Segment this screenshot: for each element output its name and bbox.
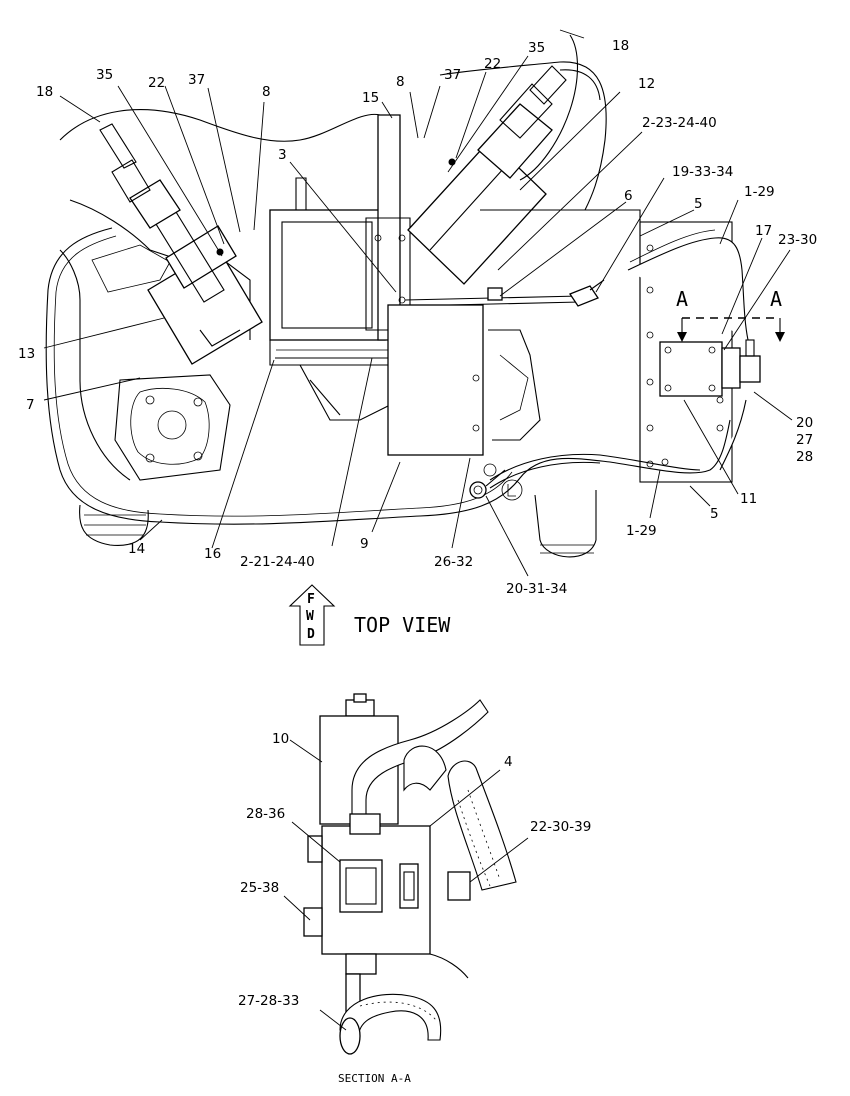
section-marker-right: A [770, 287, 782, 311]
section-a-a-drawing [303, 693, 517, 1055]
fwd-letter-w: W [306, 609, 314, 624]
hose-5-bottom [719, 399, 747, 471]
callout-20-31-34: 20-31-34 [506, 581, 567, 597]
callout-18-left: 18 [36, 84, 53, 100]
left-starter [99, 123, 263, 365]
valve-11 [659, 341, 723, 397]
section-title: SECTION A-A [338, 1072, 411, 1085]
leader-lines [43, 29, 793, 1031]
callout-2-21-24-40: 2-21-24-40 [240, 554, 315, 570]
fwd-letter-d: D [307, 627, 315, 642]
callout-22-mid: 22 [484, 56, 501, 72]
callout-labels: 18 35 22 37 8 15 8 37 22 35 18 12 2-23-2… [18, 38, 817, 1009]
callout-4: 4 [504, 754, 513, 770]
callout-2-23-24-40: 2-23-24-40 [642, 115, 717, 131]
callout-12: 12 [638, 76, 655, 92]
callout-17: 17 [755, 223, 772, 239]
top-view-drawing [45, 34, 761, 558]
callout-5-bottom: 5 [710, 506, 719, 522]
callout-11: 11 [740, 491, 757, 507]
callout-8-mid: 8 [396, 74, 405, 90]
callout-27-28-33: 27-28-33 [238, 993, 299, 1009]
callout-1-29-bottom: 1-29 [626, 523, 657, 539]
right-starter [407, 65, 567, 285]
fwd-arrow: F W D [288, 584, 336, 646]
callout-35-mid: 35 [528, 40, 545, 56]
callout-23-30: 23-30 [778, 232, 817, 248]
callout-3: 3 [278, 147, 287, 163]
section-marker-left: A [676, 287, 688, 311]
callout-1-29-top: 1-29 [744, 184, 775, 200]
callout-10: 10 [272, 731, 289, 747]
callout-28-36: 28-36 [246, 806, 285, 822]
callout-15: 15 [362, 90, 379, 106]
left-housing [59, 109, 381, 300]
callout-22-left: 22 [148, 75, 165, 91]
callout-35-left: 35 [96, 67, 113, 83]
hose-5-top [627, 237, 749, 341]
callout-27: 27 [796, 432, 813, 448]
callout-37-left: 37 [188, 72, 205, 88]
callout-6: 6 [624, 188, 633, 204]
callout-25-38: 25-38 [240, 880, 279, 896]
box-9 [387, 304, 484, 456]
view-title: TOP VIEW [354, 613, 451, 637]
hose-22-30-39 [447, 760, 517, 891]
callout-19-33-34: 19-33-34 [672, 164, 733, 180]
callout-5-top: 5 [694, 196, 703, 212]
callout-28: 28 [796, 449, 813, 465]
callout-7: 7 [26, 397, 35, 413]
callout-37-mid: 37 [444, 67, 461, 83]
callout-13: 13 [18, 346, 35, 362]
fwd-letter-f: F [307, 592, 315, 607]
callout-22-30-39: 22-30-39 [530, 819, 591, 835]
hose-27-28-33 [339, 993, 442, 1041]
section-cut-line: A A [676, 287, 785, 342]
callout-18-right: 18 [612, 38, 629, 54]
callout-8-left: 8 [262, 84, 271, 100]
callout-16: 16 [204, 546, 221, 562]
callout-9: 9 [360, 536, 369, 552]
callout-14: 14 [128, 541, 145, 557]
callout-26-32: 26-32 [434, 554, 473, 570]
callout-20: 20 [796, 415, 813, 431]
